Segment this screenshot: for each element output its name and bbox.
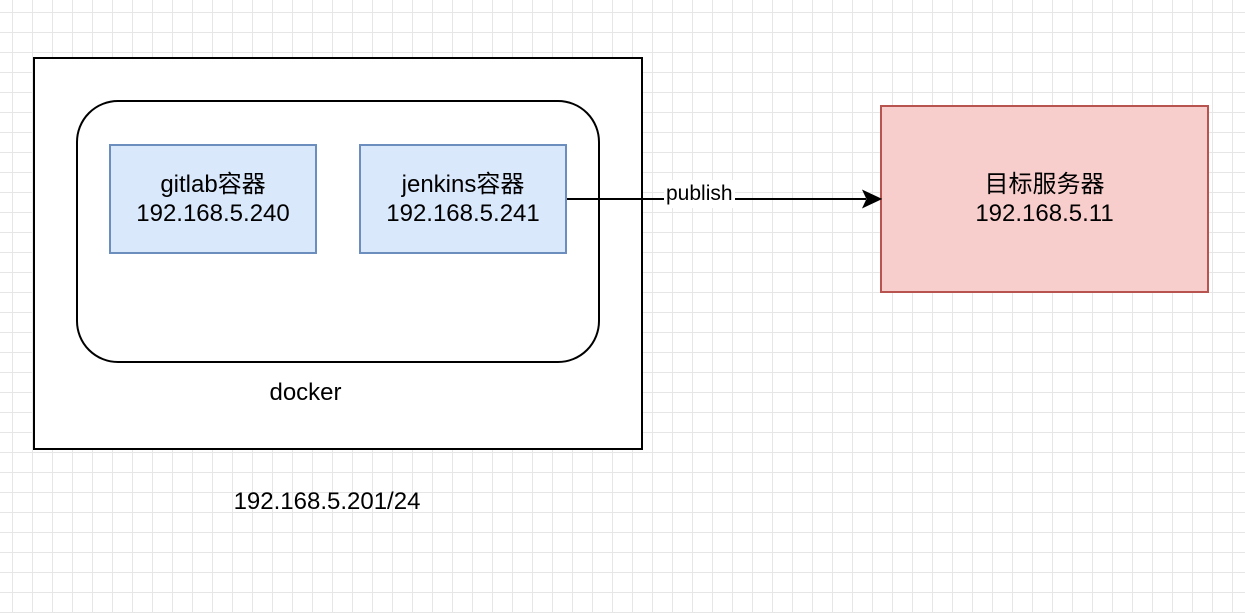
gitlab-container-node[interactable]: gitlab容器 192.168.5.240: [109, 144, 317, 254]
gitlab-container-name: gitlab容器: [160, 171, 266, 198]
publish-edge-label: publish: [664, 180, 735, 208]
jenkins-container-node[interactable]: jenkins容器 192.168.5.241: [359, 144, 567, 254]
gitlab-container-ip: 192.168.5.240: [136, 200, 290, 227]
jenkins-container-ip: 192.168.5.241: [386, 200, 540, 227]
publish-arrowhead-icon: [861, 189, 883, 209]
target-server-name: 目标服务器: [984, 171, 1105, 198]
target-server-ip: 192.168.5.11: [975, 200, 1114, 227]
target-server-node[interactable]: 目标服务器 192.168.5.11: [880, 105, 1209, 293]
jenkins-container-name: jenkins容器: [401, 171, 525, 198]
subnet-label: 192.168.5.201/24: [233, 488, 421, 515]
docker-label: docker: [269, 379, 342, 406]
